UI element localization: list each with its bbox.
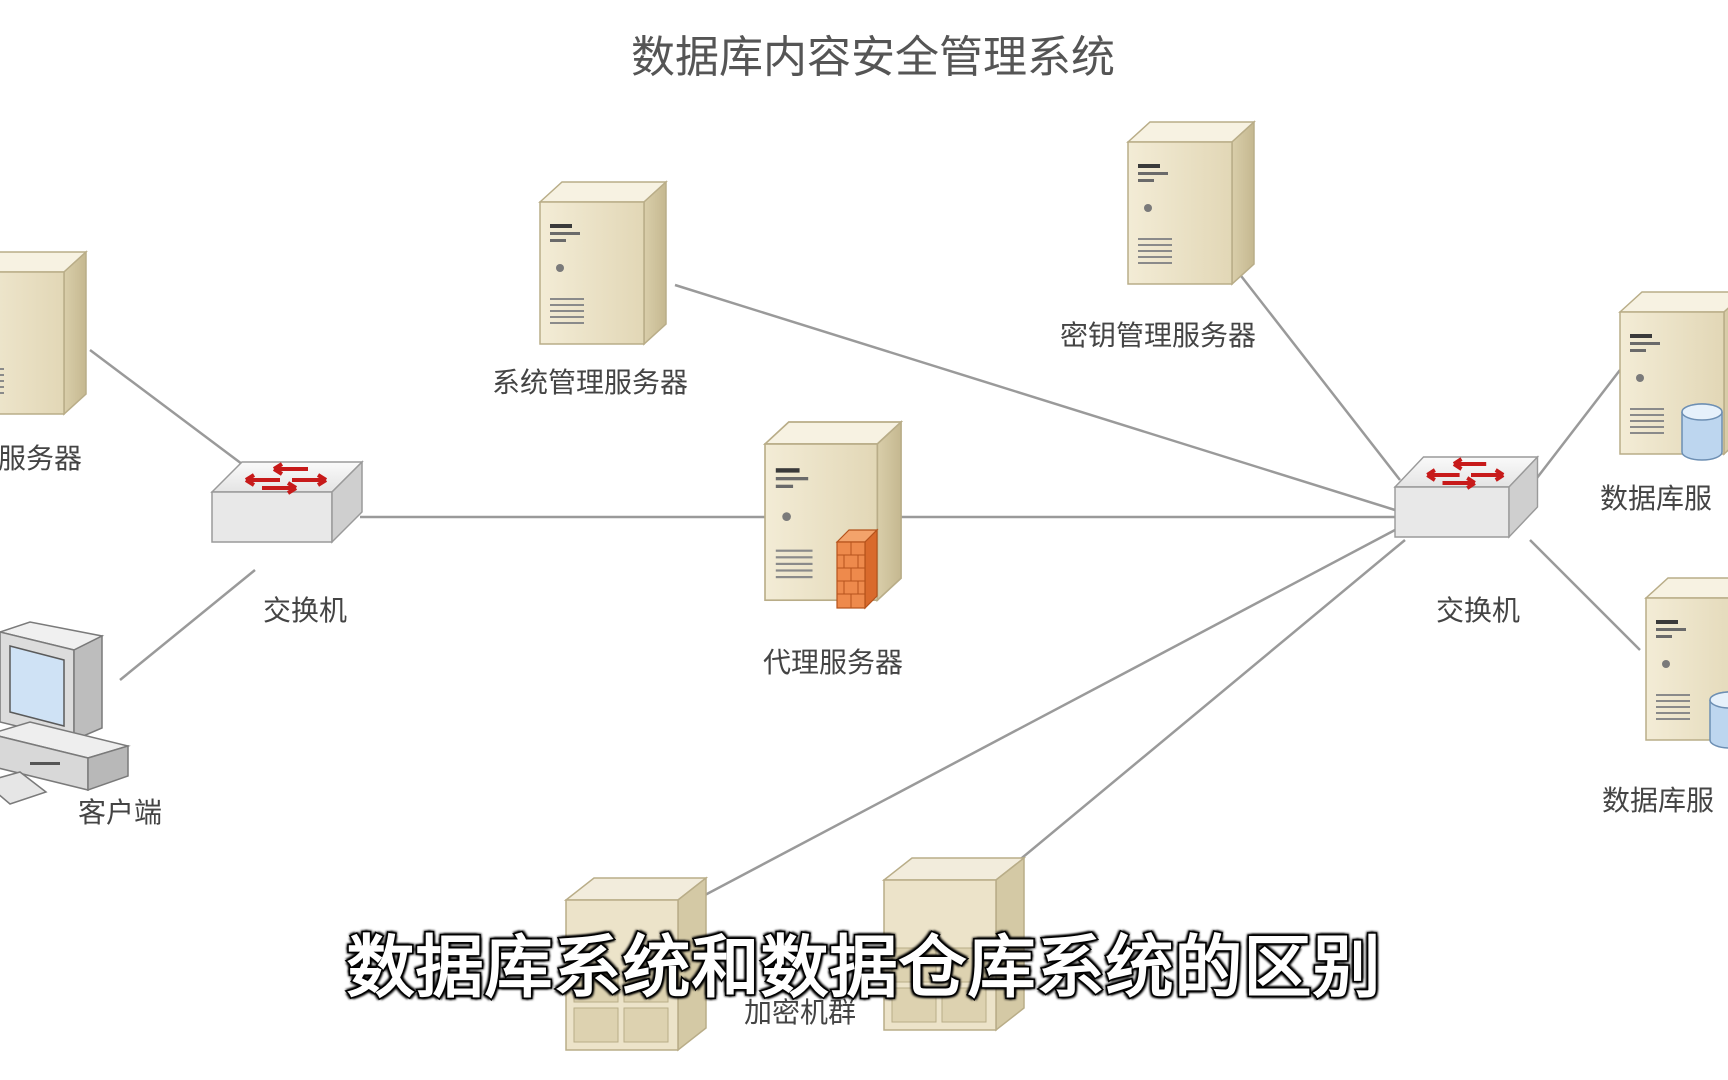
line-key-mgmt-to-right-switch — [1237, 271, 1401, 481]
switch-right — [1393, 455, 1540, 539]
encryption-cluster-label: 加密机群 — [744, 996, 856, 1029]
server-icon — [0, 251, 87, 415]
proxy-server-label: 代理服务器 — [763, 646, 903, 679]
key-mgmt-server — [1127, 121, 1255, 285]
db-server-2 — [1645, 577, 1728, 749]
monitor-icon — [0, 621, 105, 742]
switch-icon — [210, 460, 364, 544]
line-left-switch-to-client — [119, 569, 256, 681]
line-sys-mgmt-to-right-switch — [674, 283, 1396, 512]
server-icon — [764, 421, 902, 602]
app-server-left — [0, 251, 87, 415]
line-right-switch-to-cluster-b — [1004, 539, 1406, 873]
sys-mgmt-server-label: 系统管理服务器 — [492, 366, 688, 399]
switch-left-label: 交换机 — [263, 594, 347, 627]
db-server-1-label: 数据库服 — [1600, 482, 1712, 515]
switch-right-label: 交换机 — [1436, 594, 1520, 627]
line-right-switch-to-db1 — [1529, 369, 1621, 488]
server-icon — [1127, 121, 1255, 285]
db-server-2-label: 数据库服 — [1602, 784, 1714, 817]
client-computer — [0, 621, 131, 805]
video-subtitle: 数据库系统和数据仓库系统的区别 — [345, 928, 1382, 1010]
proxy-server — [764, 421, 902, 610]
connection-lines — [89, 271, 1641, 897]
sys-mgmt-server — [539, 181, 667, 345]
diagram-title: 数据库内容安全管理系统 — [631, 32, 1115, 83]
line-right-switch-to-cluster-a — [704, 528, 1396, 897]
db-server-1 — [1619, 291, 1728, 461]
database-icon — [1709, 691, 1728, 749]
firewall-icon — [835, 528, 879, 610]
line-app-server-to-left-switch — [89, 349, 251, 471]
pc-case-icon — [0, 721, 131, 792]
client-label: 客户端 — [78, 796, 162, 829]
app-server-left-label: 服务器 — [0, 442, 82, 475]
switch-icon — [1393, 455, 1540, 539]
line-right-switch-to-db2 — [1529, 539, 1641, 651]
keyboard-icon — [0, 771, 48, 805]
server-icon — [539, 181, 667, 345]
database-icon — [1681, 403, 1723, 461]
key-mgmt-server-label: 密钥管理服务器 — [1060, 319, 1256, 352]
switch-left — [210, 460, 364, 544]
